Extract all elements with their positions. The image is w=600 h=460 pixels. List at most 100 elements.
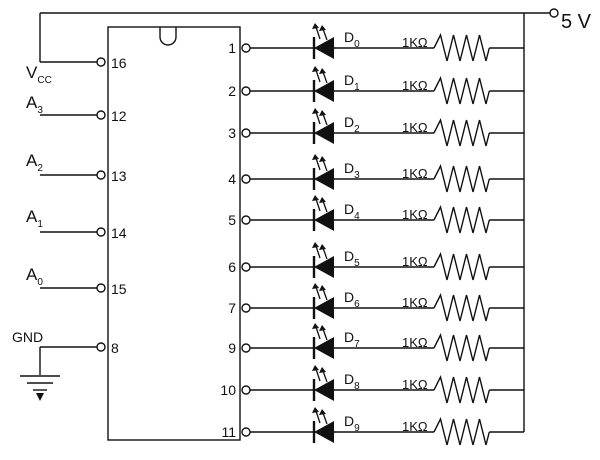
resistor-label: 1KΩ	[402, 335, 428, 350]
light-emission-icon	[312, 66, 328, 84]
resistor-zigzag	[433, 251, 490, 281]
pin-terminal	[241, 215, 251, 225]
output-channel-group: 1 D0 1KΩ 2 D1 1KΩ 3 D2 1KΩ 4 D3 1KΩ 5 D4 1KΩ 6 D5 1KΩ 7 D6 1…	[220, 23, 524, 446]
light-emission-icon	[312, 154, 328, 172]
pin-signal-label: A0	[26, 265, 43, 288]
ic-chip-notch	[159, 27, 177, 46]
led-label: D0	[344, 29, 360, 50]
led-diode-icon	[314, 297, 334, 319]
pin-terminal	[96, 227, 106, 237]
pin-number: 8	[111, 340, 119, 356]
resistor-zigzag	[433, 204, 490, 234]
output-channel-2: 3 D2 1KΩ	[228, 108, 524, 147]
light-emission-icon	[312, 242, 328, 260]
pin-terminal	[241, 128, 251, 138]
pin-number: 9	[228, 340, 236, 356]
led-diode-icon	[314, 209, 334, 231]
led-diode-icon	[314, 122, 334, 144]
led-diode-icon	[314, 421, 334, 443]
pin-terminal	[241, 385, 251, 395]
pin-terminal	[241, 427, 251, 437]
pin-terminal	[96, 170, 106, 180]
resistor-label: 1KΩ	[402, 419, 428, 434]
pin-terminal	[96, 342, 106, 352]
pin-signal-label: A2	[26, 151, 43, 174]
resistor-zigzag	[433, 117, 490, 147]
light-emission-icon	[312, 365, 328, 383]
led-label: D3	[344, 160, 360, 181]
led-label: D4	[344, 201, 360, 222]
output-channel-0: 1 D0 1KΩ	[228, 23, 524, 62]
led-label: D2	[344, 114, 360, 135]
resistor-label: 1KΩ	[402, 120, 428, 135]
pin-terminal	[96, 283, 106, 293]
pin-number: 4	[228, 171, 236, 187]
pin-number: 7	[228, 300, 236, 316]
led-diode-icon	[314, 80, 334, 102]
light-emission-icon	[312, 407, 328, 425]
output-channel-4: 5 D4 1KΩ	[228, 195, 524, 234]
resistor-zigzag	[433, 374, 490, 404]
resistor-zigzag	[433, 332, 490, 362]
pin-number: 6	[228, 259, 236, 275]
pin-number: 5	[228, 212, 236, 228]
resistor-label: 1KΩ	[402, 207, 428, 222]
pin-number: 1	[228, 40, 236, 56]
resistor-label: 1KΩ	[402, 377, 428, 392]
pin-number: 12	[111, 108, 127, 124]
led-label: D8	[344, 371, 360, 392]
resistor-zigzag	[433, 75, 490, 105]
resistor-zigzag	[433, 32, 490, 62]
resistor-zigzag	[433, 292, 490, 322]
output-channel-7: 9 D7 1KΩ	[228, 323, 524, 362]
led-label: D6	[344, 289, 360, 310]
resistor-zigzag	[433, 163, 490, 193]
pin-number: 3	[228, 125, 236, 141]
output-channel-8: 10 D8 1KΩ	[220, 365, 524, 404]
led-diode-icon	[314, 37, 334, 59]
pin-terminal	[241, 303, 251, 313]
supply-label: 5 V	[561, 11, 592, 33]
led-label: D1	[344, 72, 360, 93]
pin-terminal	[241, 174, 251, 184]
left-pin-14: 14 A1	[26, 207, 127, 241]
pin-signal-label: GND	[12, 329, 43, 345]
pin-number: 13	[111, 168, 127, 184]
led-label: D5	[344, 248, 360, 269]
light-emission-icon	[312, 323, 328, 341]
pin-signal-label: A3	[26, 93, 43, 116]
pin-number: 2	[228, 83, 236, 99]
pin-number: 14	[111, 225, 127, 241]
pin-signal-label: A1	[26, 207, 43, 230]
resistor-label: 1KΩ	[402, 254, 428, 269]
ground-arrow	[36, 393, 44, 401]
pin-terminal	[96, 110, 106, 120]
resistor-zigzag	[433, 416, 490, 446]
resistor-label: 1KΩ	[402, 295, 428, 310]
pin-number: 15	[111, 281, 127, 297]
pin-terminal	[241, 43, 251, 53]
left-pin-8: 8 GND	[12, 329, 119, 356]
left-pin-15: 15 A0	[26, 265, 127, 297]
led-diode-icon	[314, 337, 334, 359]
pin-terminal	[241, 262, 251, 272]
led-label: D9	[344, 413, 360, 434]
output-channel-6: 7 D6 1KΩ	[228, 283, 524, 322]
pin-terminal	[241, 343, 251, 353]
resistor-label: 1KΩ	[402, 35, 428, 50]
ic-chip-body	[107, 26, 241, 441]
light-emission-icon	[312, 195, 328, 213]
led-label: D7	[344, 329, 360, 350]
pin-terminal	[241, 86, 251, 96]
supply-terminal	[549, 8, 559, 18]
pin-number: 10	[220, 382, 236, 398]
output-channel-5: 6 D5 1KΩ	[228, 242, 524, 281]
pin-signal-label: VCC	[26, 63, 52, 86]
